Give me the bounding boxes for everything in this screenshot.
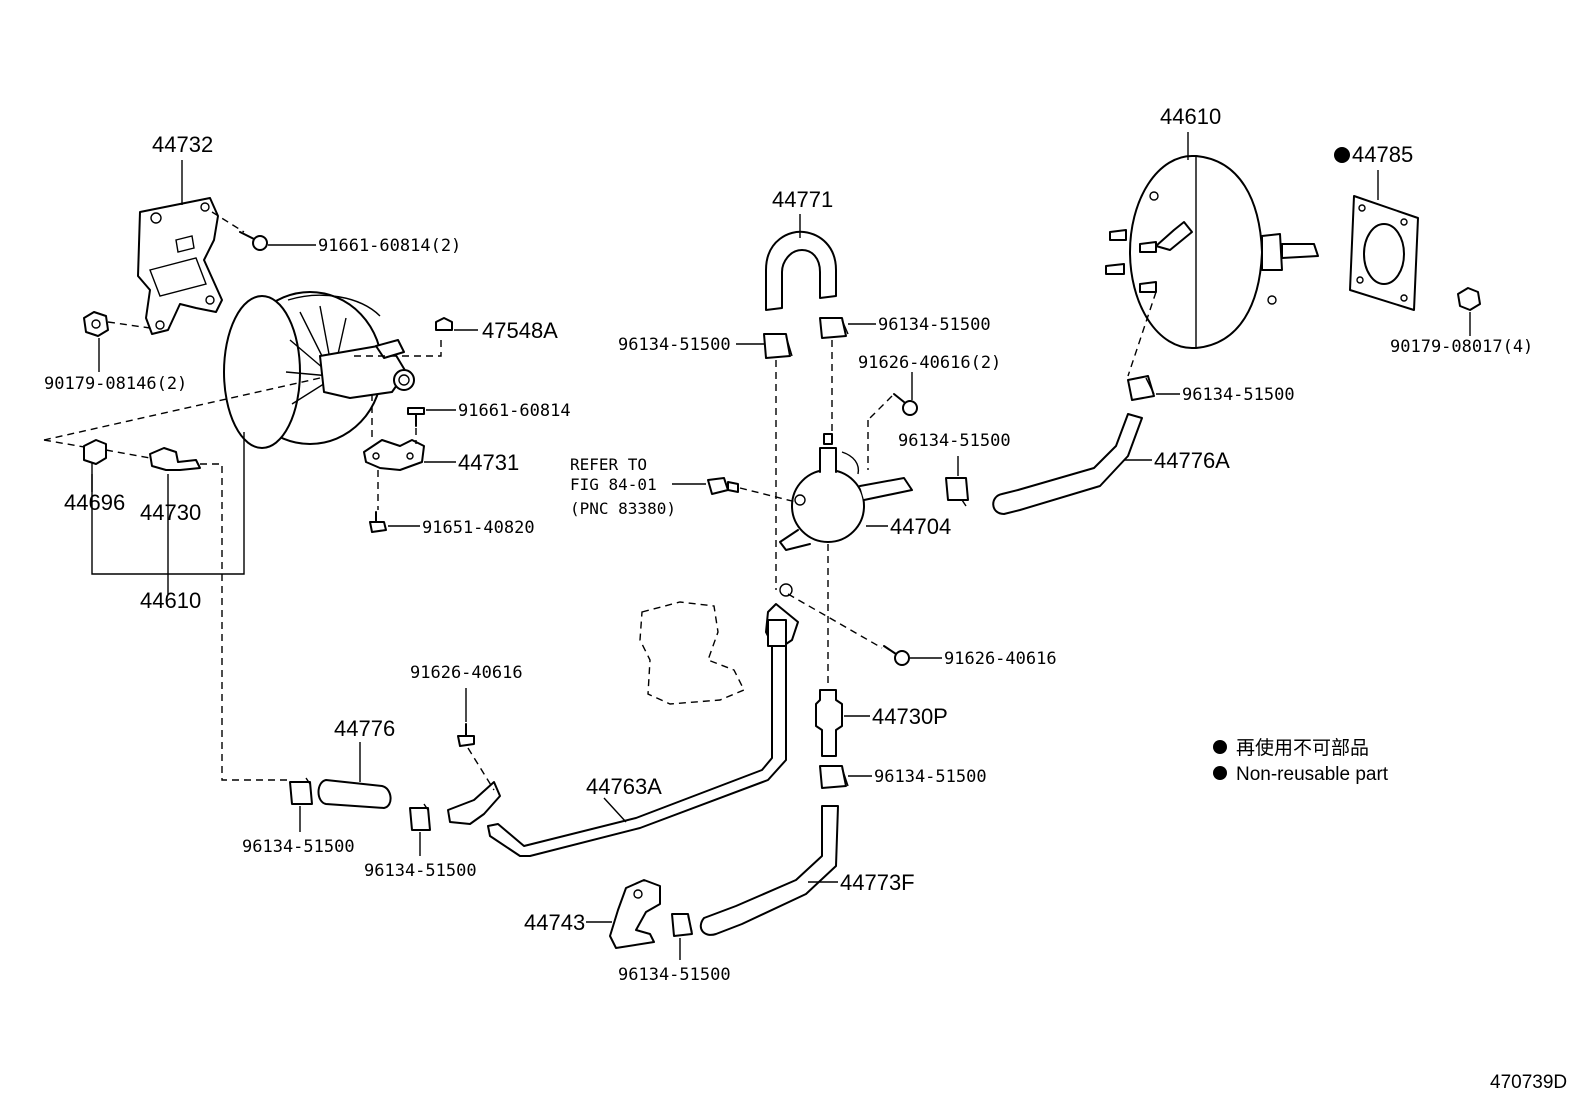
label-44732: 44732	[152, 132, 213, 157]
label-96134-51500-f: 96134-51500	[364, 861, 477, 881]
label-44730P: 44730P	[872, 704, 948, 729]
non-reusable-dot-44785	[1334, 147, 1350, 163]
gasket-44785	[1349, 195, 1419, 311]
label-91651-40820: 91651-40820	[422, 518, 535, 538]
label-44773F: 44773F	[840, 870, 915, 895]
label-44763A: 44763A	[586, 774, 662, 799]
label-96134-51500-d: 96134-51500	[874, 767, 987, 787]
label-44696: 44696	[64, 490, 125, 515]
label-44610-right: 44610	[1160, 104, 1221, 129]
label-96134-51500-a: 96134-51500	[618, 335, 731, 355]
legend-dot-en	[1213, 766, 1227, 780]
check-valve-44730P	[815, 689, 843, 757]
bolt-91661-60814-2	[239, 231, 268, 251]
clamp-96134-51500-b	[819, 317, 849, 339]
clamp-96134-51500-c	[945, 477, 969, 507]
bolt-91651-40820	[369, 511, 387, 533]
brake-booster-44610	[1105, 155, 1319, 349]
engine-silhouette	[639, 601, 745, 705]
clamp-96134-51500-f	[409, 803, 431, 831]
nut-90179-08146-2	[83, 311, 109, 337]
hose-44773F	[699, 805, 839, 936]
refer-line-3: (PNC 83380)	[570, 499, 676, 518]
legend: 再使用不可部品 Non-reusable part	[1213, 737, 1389, 785]
label-96134-51500-h: 96134-51500	[1182, 385, 1295, 405]
label-90179-08017-4: 90179-08017(4)	[1390, 337, 1533, 357]
label-91626-40616-a: 91626-40616	[944, 649, 1057, 669]
label-44785: 44785	[1352, 142, 1413, 167]
clamp-96134-51500-h	[1127, 375, 1155, 401]
label-44776: 44776	[334, 716, 395, 741]
pipe-44763A	[447, 583, 799, 857]
nut-90179-08017-4	[1457, 287, 1481, 311]
label-44730: 44730	[140, 500, 201, 525]
bolt-91661-60814	[407, 407, 425, 427]
label-44771: 44771	[772, 187, 833, 212]
refer-line-1: REFER TO	[570, 455, 647, 474]
legend-en: Non-reusable part	[1236, 764, 1389, 785]
label-91661-60814: 91661-60814	[458, 401, 571, 421]
grommet-44696	[83, 439, 107, 465]
plug-47548A	[435, 317, 453, 331]
label-90179-08146-2: 90179-08146(2)	[44, 374, 187, 394]
label-47548A: 47548A	[482, 318, 558, 343]
clamp-96134-51500-d	[819, 765, 849, 789]
check-valve-44730	[149, 447, 201, 471]
connector-pnc-83380	[707, 477, 739, 495]
clamp-96134-51500-a	[763, 333, 793, 359]
figure-id: 470739D	[1490, 1072, 1567, 1093]
legend-dot-jp	[1213, 740, 1227, 754]
label-44731: 44731	[458, 450, 519, 475]
label-96134-51500-e: 96134-51500	[242, 837, 355, 857]
label-91626-40616-b: 91626-40616	[410, 663, 523, 683]
bracket-44732	[137, 197, 223, 335]
label-44610-left: 44610	[140, 588, 201, 613]
bolt-91626-40616-b	[457, 723, 475, 747]
bracket-44731	[363, 439, 425, 471]
label-44743: 44743	[524, 910, 585, 935]
legend-jp: 再使用不可部品	[1236, 737, 1369, 759]
fitting-44743	[609, 879, 661, 949]
label-96134-51500-c: 96134-51500	[898, 431, 1011, 451]
bolt-91626-40616-2	[893, 393, 918, 416]
label-91661-60814-2: 91661-60814(2)	[318, 236, 461, 256]
label-91626-40616-2: 91626-40616(2)	[858, 353, 1001, 373]
label-44776A: 44776A	[1154, 448, 1230, 473]
label-96134-51500-b: 96134-51500	[878, 315, 991, 335]
clamp-96134-51500-g	[671, 913, 693, 937]
refer-line-2: FIG 84-01	[570, 475, 657, 494]
hose-44771	[765, 230, 837, 311]
hose-44776	[317, 779, 392, 809]
label-44704: 44704	[890, 514, 951, 539]
hose-44776A	[992, 413, 1143, 515]
label-96134-51500-g: 96134-51500	[618, 965, 731, 985]
vacuum-pump-body	[223, 291, 415, 449]
valve-44704	[779, 433, 913, 551]
clamp-96134-51500-e	[289, 777, 313, 805]
bolt-91626-40616-a	[883, 645, 910, 666]
